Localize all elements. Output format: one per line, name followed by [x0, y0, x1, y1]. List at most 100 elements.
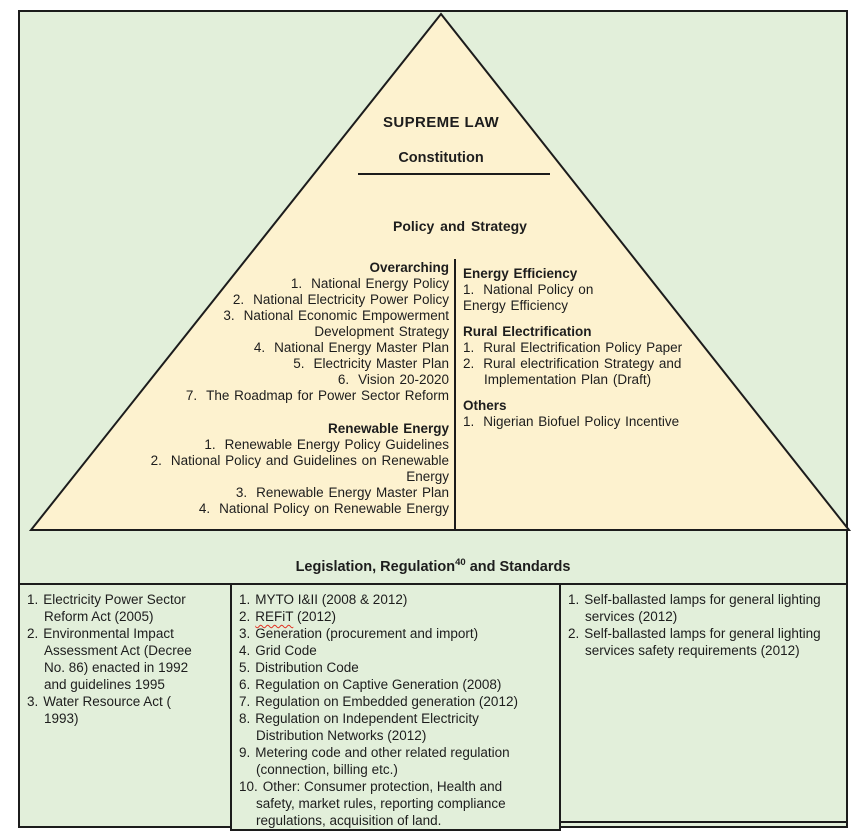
list-item: 9. Metering code and other related regula…: [239, 744, 553, 778]
pyramid-triangle: [28, 12, 852, 531]
item-number: 5.: [293, 356, 305, 371]
list-item: 1.MYTO I&II (2008 & 2012): [239, 591, 553, 608]
item-number: 2.: [463, 356, 475, 371]
item-number: 6.: [337, 372, 350, 387]
list-item: 1.Rural Electrification Policy Paper: [463, 340, 708, 356]
item-number: 1.: [568, 592, 580, 607]
band-title-suffix: and Standards: [465, 558, 571, 575]
item-text: Nigerian Biofuel Policy Incentive: [483, 414, 680, 429]
item-number: 4.: [239, 643, 251, 658]
constitution-label: Constitution: [398, 150, 484, 166]
list-item: 7.Regulation on Embedded generation (201…: [239, 693, 553, 710]
item-text: REFiT (2012): [255, 609, 337, 624]
item-number: 7.: [239, 694, 251, 709]
policy-and-strategy-label: Policy and Strategy: [393, 218, 527, 234]
list-item: 4. National Policy on Renewable Energy: [149, 501, 449, 517]
section-rural-electrification: Rural Electrification 1.Rural Electrific…: [463, 324, 708, 388]
list-item: 3. Renewable Energy Master Plan: [149, 485, 449, 501]
item-number: 1.: [290, 276, 303, 291]
list-item: 2. REFiT (2012): [239, 608, 553, 625]
item-number: 1.: [27, 592, 39, 607]
section-others: Others 1. Nigerian Biofuel Policy Incenti…: [463, 398, 708, 430]
list-item: 1. National Energy Policy: [149, 276, 449, 292]
item-number: 1.: [463, 414, 475, 429]
list-item: 4. Grid Code: [239, 642, 553, 659]
item-number: 3.: [239, 626, 251, 641]
list-item: 3. Generation (procurement and import): [239, 625, 553, 642]
item-number: 1.: [204, 437, 216, 452]
item-number: 1.: [463, 282, 475, 297]
section-title-rural-electrification: Rural Electrification: [463, 324, 592, 339]
item-number: 8.: [239, 711, 251, 726]
item-number: 5.: [239, 660, 251, 675]
item-number: 9.: [239, 745, 251, 760]
supreme-law-label: SUPREME LAW: [382, 114, 500, 131]
item-text: Renewable Energy Master Plan: [256, 485, 449, 500]
list-item: 6. Regulation on Captive Generation (2008…: [239, 676, 553, 693]
section-title-renewable-energy: Renewable Energy: [327, 421, 449, 436]
regulations-list: 1.MYTO I&II (2008 & 2012)2.REFiT (2012)3…: [239, 591, 553, 829]
item-text: National Energy Policy: [311, 276, 449, 291]
item-number: 4.: [253, 340, 266, 355]
item-text: Water Resource Act (1993): [43, 694, 172, 726]
item-number: 6.: [239, 677, 251, 692]
list-item: 5.Distribution Code: [239, 659, 553, 676]
pyramid-shape: [28, 12, 852, 531]
item-text: MYTO I&II (2008 & 2012): [255, 592, 408, 607]
item-number: 2.: [239, 609, 251, 624]
list-item: 2.National Policy and Guidelines on Rene…: [149, 453, 449, 485]
item-text: Vision 20-2020: [358, 372, 449, 387]
diagram-frame: SUPREME LAW Constitution Policy and Stra…: [18, 10, 852, 831]
list-item: 1. Nigerian Biofuel Policy Incentive: [463, 414, 708, 430]
overarching-list: 1. National Energy Policy 2. National Elect…: [149, 276, 449, 404]
item-number: 10.: [239, 779, 258, 794]
others-list: 1. Nigerian Biofuel Policy Incentive: [463, 414, 708, 430]
footnote-reference: 40: [455, 557, 466, 568]
item-number: 2.: [232, 292, 245, 307]
standards-list: 1. Self-ballasted lamps for general light…: [568, 591, 840, 659]
section-title-overarching: Overarching: [369, 260, 449, 275]
list-item: 6. Vision 20-2020: [149, 372, 449, 388]
item-text: National Electricity Power Policy: [253, 292, 449, 307]
list-item: 10.Other: Consumer protection, Health an…: [239, 778, 553, 829]
list-item: 2. National Electricity Power Policy: [149, 292, 449, 308]
list-item: 4.National Energy Master Plan: [149, 340, 449, 356]
item-number: 2.: [27, 626, 39, 641]
item-text: Regulation on Captive Generation (2008): [255, 677, 502, 692]
item-text: Self-ballasted lamps for general lightin…: [584, 626, 821, 658]
item-number: 3.: [223, 308, 235, 323]
item-number: 4.: [198, 501, 211, 516]
list-item: 5.Electricity Master Plan: [149, 356, 449, 372]
item-number: 3.: [235, 485, 248, 500]
item-text: National Policy and Guidelines on Renewa…: [170, 453, 449, 484]
item-text: The Roadmap for Power Sector Reform: [206, 388, 449, 403]
section-title-energy-efficiency: Energy Efficiency: [463, 266, 578, 281]
item-text: Metering code and other related regulati…: [255, 745, 510, 777]
item-text: Renewable Energy Policy Guidelines: [224, 437, 449, 452]
item-text: Rural Electrification Policy Paper: [483, 340, 683, 355]
item-text: National Policy on Renewable Energy: [219, 501, 449, 516]
item-number: 3.: [27, 694, 39, 709]
item-text: Grid Code: [255, 643, 317, 658]
item-number: 2.: [568, 626, 580, 641]
legislation-band-title: Legislation, Regulation40 and Standards: [20, 557, 846, 575]
item-text: Generation (procurement and import): [255, 626, 479, 641]
legislation-cell-regulations: 1.MYTO I&II (2008 & 2012)2.REFiT (2012)3…: [230, 583, 561, 831]
list-item: 2. Self-ballasted lamps for general light…: [568, 625, 840, 659]
section-title-others: Others: [463, 398, 507, 413]
legislation-cell-standards: 1. Self-ballasted lamps for general light…: [559, 583, 848, 823]
